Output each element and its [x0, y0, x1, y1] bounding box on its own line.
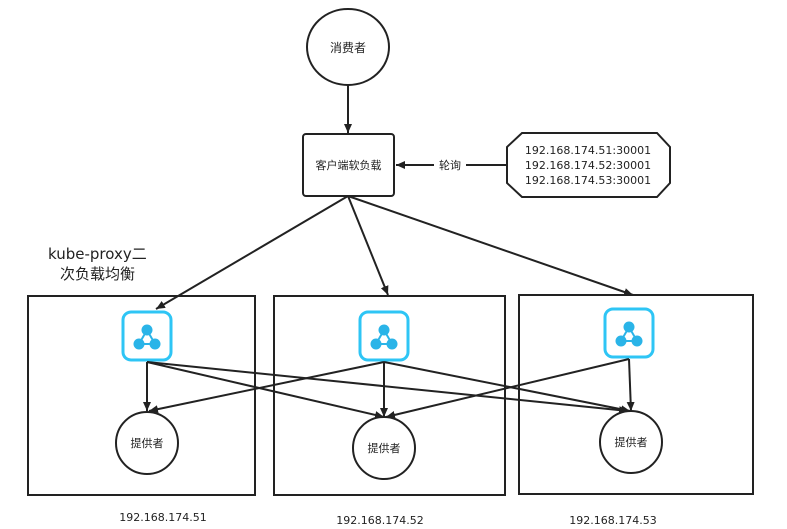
consumer-label: 消费者 — [330, 41, 366, 55]
provider-node-2 — [352, 416, 416, 480]
kube-proxy-icon — [603, 307, 655, 359]
provider-label-1: 提供者 — [131, 436, 164, 450]
arrow-lb-to-node2 — [347, 195, 389, 296]
kube-proxy-icon — [358, 310, 410, 362]
node-ip-3: 192.168.174.53 — [569, 514, 656, 527]
provider-label-3: 提供者 — [615, 435, 648, 449]
node-ip-2: 192.168.174.52 — [336, 514, 423, 527]
arrow-icon1-to-provider3 — [146, 361, 629, 415]
node-box-3 — [518, 294, 754, 495]
address-list-node — [506, 132, 671, 198]
arrow-icon2-to-provider1 — [148, 361, 385, 414]
node-box-2 — [273, 295, 506, 496]
provider-node-1 — [115, 411, 179, 475]
node-ip-1: 192.168.174.51 — [119, 511, 206, 524]
arrow-icon1-to-provider2 — [146, 361, 385, 419]
provider-node-3 — [599, 410, 663, 474]
client-lb-label: 客户端软负载 — [316, 158, 382, 172]
arrow-lb-to-node1 — [155, 195, 349, 310]
kube-proxy-icon — [121, 310, 173, 362]
arrow-icon3-to-provider3 — [626, 358, 635, 412]
kube-proxy-label-line2: 次负载均衡 — [60, 265, 135, 283]
polling-label: 轮询 — [439, 158, 461, 172]
provider-label-2: 提供者 — [368, 441, 401, 455]
arrow-icon3-to-provider2 — [385, 358, 630, 419]
node-box-1 — [27, 295, 256, 496]
arrow-lb-to-node3 — [347, 195, 634, 296]
address-line-3: 192.168.174.53:30001 — [525, 174, 651, 187]
address-line-2: 192.168.174.52:30001 — [525, 159, 651, 172]
address-line-1: 192.168.174.51:30001 — [525, 144, 651, 157]
arrow-icon2-to-provider3 — [383, 361, 631, 414]
kube-proxy-label-line1: kube-proxy二 — [48, 245, 147, 263]
